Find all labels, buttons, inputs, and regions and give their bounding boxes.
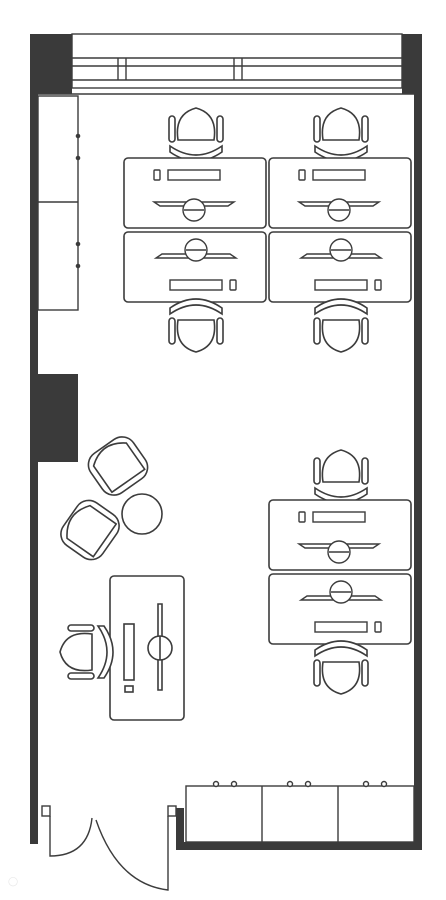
logo-icon: ◯ — [8, 876, 19, 886]
workstation-desk — [123, 157, 267, 229]
window — [38, 33, 414, 95]
wardrobe — [37, 95, 81, 311]
walls — [30, 34, 422, 850]
workstation-desk — [123, 231, 267, 303]
workstation-desk — [268, 231, 412, 303]
door — [41, 805, 177, 891]
workstation-desk — [268, 499, 412, 571]
workstation-cluster-right — [268, 449, 412, 695]
workstation-cluster-top — [123, 107, 412, 353]
workstation-desk — [268, 157, 412, 229]
lounge-area — [60, 436, 163, 561]
round-coffee-table — [121, 493, 163, 535]
workstation-desk — [268, 573, 412, 645]
manager-desk — [59, 575, 185, 721]
storage-cabinet — [185, 780, 415, 843]
